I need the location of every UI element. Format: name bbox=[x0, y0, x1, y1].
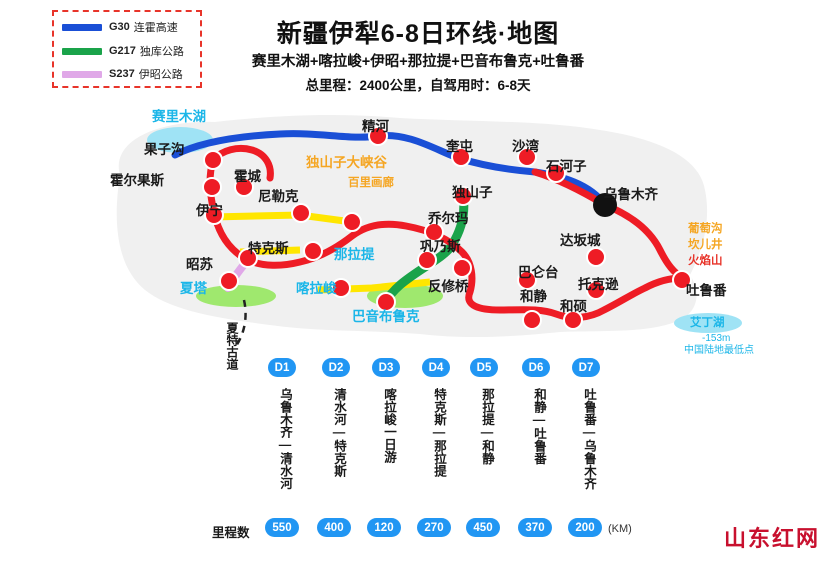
mileage-d6: 370 bbox=[518, 518, 552, 537]
day-badge-d7[interactable]: D7 bbox=[572, 358, 600, 377]
label-bayanbulak: 巴音布鲁克 bbox=[352, 309, 420, 324]
annotation-bailihualang: 百里画廊 bbox=[348, 177, 394, 189]
label-hejing: 和静 bbox=[520, 289, 547, 304]
legend-code-g30: G30 bbox=[109, 21, 130, 33]
day-text-d1: 乌鲁木齐—清水河 bbox=[278, 388, 292, 490]
label-horgos: 霍尔果斯 bbox=[110, 173, 164, 188]
mileage-d5: 450 bbox=[466, 518, 500, 537]
label-sayram-lake: 赛里木湖 bbox=[152, 109, 206, 124]
label-kalajun: 喀拉峻 bbox=[296, 281, 337, 296]
annotation-karez: 坎儿井 bbox=[688, 239, 723, 251]
label-shihezi: 石河子 bbox=[546, 159, 587, 174]
page-subtitle-2: 总里程：2400公里，自驾用时：6-8天 bbox=[305, 78, 531, 93]
label-yining: 伊宁 bbox=[196, 203, 223, 218]
xiata-grass-shape bbox=[196, 285, 276, 307]
annotation-lowest-point: 中国陆地最低点 bbox=[684, 345, 754, 356]
page-subtitle: 赛里木湖+喀拉峻+伊昭+那拉提+巴音布鲁克+吐鲁番 bbox=[251, 54, 585, 70]
label-zhaosu: 昭苏 bbox=[186, 257, 213, 272]
day-badge-d1[interactable]: D1 bbox=[268, 358, 296, 377]
route-red-guozigou bbox=[209, 144, 274, 182]
label-huocheng: 霍城 bbox=[234, 169, 261, 184]
legend-swatch-g30 bbox=[62, 23, 102, 31]
label-fanxiuqiao: 反修桥 bbox=[428, 279, 469, 294]
legend-item-g217: G217 独库公路 bbox=[62, 42, 184, 60]
mileage-label: 里程数 bbox=[212, 526, 250, 540]
annotation-dushanzi-canyon: 独山子大峡谷 bbox=[306, 155, 387, 170]
label-shawan: 沙湾 bbox=[512, 139, 539, 154]
label-heshuo: 和硕 bbox=[560, 299, 587, 314]
mileage-d1: 550 bbox=[265, 518, 299, 537]
label-turpan: 吐鲁番 bbox=[686, 283, 727, 298]
day-text-d2: 清水河—特克斯 bbox=[332, 388, 346, 477]
label-tekesi: 特克斯 bbox=[248, 241, 289, 256]
day-badge-d5[interactable]: D5 bbox=[470, 358, 498, 377]
label-qiaoerma: 乔尔玛 bbox=[428, 211, 469, 226]
legend-swatch-g217 bbox=[62, 47, 102, 55]
day-text-d6: 和静—吐鲁番 bbox=[532, 388, 546, 465]
label-narati: 那拉提 bbox=[334, 247, 375, 262]
legend-name-s237: 伊昭公路 bbox=[138, 69, 183, 81]
legend-item-g30: G30 连霍高速 bbox=[62, 18, 178, 36]
label-nileke: 尼勒克 bbox=[258, 189, 299, 204]
label-kuitun: 奎屯 bbox=[446, 139, 473, 154]
day-badge-d4[interactable]: D4 bbox=[422, 358, 450, 377]
day-text-d3: 喀拉峻一日游 bbox=[382, 388, 396, 463]
label-tuokexun: 托克逊 bbox=[578, 277, 619, 292]
legend-name-g217: 独库公路 bbox=[139, 46, 184, 58]
xiata-trail-dashed bbox=[234, 299, 247, 347]
label-jinghe: 精河 bbox=[362, 119, 389, 134]
city-dots bbox=[202, 126, 692, 330]
annotation-xiate-ancient-road: 夏特古道 bbox=[225, 322, 239, 370]
mileage-d2: 400 bbox=[317, 518, 351, 537]
route-red-east bbox=[601, 201, 686, 282]
day-badge-d3[interactable]: D3 bbox=[372, 358, 400, 377]
mileage-d7: 200 bbox=[568, 518, 602, 537]
legend-swatch-s237 bbox=[62, 70, 102, 78]
annotation-aiding-elevation: -153m bbox=[702, 333, 731, 344]
legend-item-s237: S237 伊昭公路 bbox=[62, 65, 183, 83]
day-badge-d2[interactable]: D2 bbox=[322, 358, 350, 377]
annotation-aiding-lake: 艾丁湖 bbox=[690, 317, 725, 329]
day-text-d5: 那拉提—和静 bbox=[480, 388, 494, 465]
annotation-grape-valley: 葡萄沟 bbox=[688, 223, 723, 235]
mileage-d4: 270 bbox=[417, 518, 451, 537]
label-baluntai: 巴仑台 bbox=[518, 265, 559, 280]
legend-code-g217: G217 bbox=[109, 45, 136, 57]
label-xiata: 夏塔 bbox=[180, 281, 207, 296]
mileage-d3: 120 bbox=[367, 518, 401, 537]
label-urumqi: 乌鲁木齐 bbox=[604, 187, 658, 202]
annotation-flaming-mountain: 火焰山 bbox=[688, 255, 723, 267]
watermark: 山东红网 bbox=[723, 526, 820, 551]
label-guozigou: 果子沟 bbox=[144, 142, 185, 157]
day-badge-d6[interactable]: D6 bbox=[522, 358, 550, 377]
legend-name-g30: 连霍高速 bbox=[133, 22, 178, 34]
legend-code-s237: S237 bbox=[109, 68, 135, 80]
label-dushanzi: 独山子 bbox=[452, 185, 493, 200]
page-title: 新疆伊犁6-8日环线·地图 bbox=[276, 20, 560, 48]
day-text-d7: 吐鲁番—乌鲁木齐 bbox=[582, 388, 596, 490]
aiding-lake-shape bbox=[674, 313, 742, 333]
label-dabancheng: 达坂城 bbox=[560, 233, 601, 248]
day-text-d4: 特克斯—那拉提 bbox=[432, 388, 446, 477]
mileage-unit: (KM) bbox=[608, 523, 632, 535]
legend: G30 连霍高速 G217 独库公路 S237 伊昭公路 bbox=[52, 10, 202, 88]
label-gongnaisi: 巩乃斯 bbox=[420, 239, 461, 254]
